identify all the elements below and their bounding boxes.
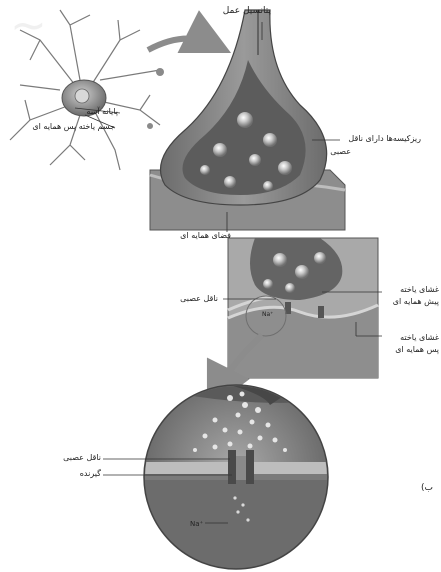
synapse-inset: Na⁺	[228, 238, 378, 378]
vesicles-label-line1: ریزکیسه‌ها دارای ناقل	[348, 135, 421, 143]
na-ion-mid-label: Na⁺	[262, 311, 273, 318]
vesicles-label-line2: عصبی	[330, 148, 351, 156]
presynaptic-membrane-label-line1: غشای یاخته	[400, 286, 439, 294]
axon-terminal-label: پایانه آسه	[86, 108, 118, 116]
synaptic-cleft-label: فضای همایه ای	[180, 232, 231, 240]
panel-letter-label: ب)	[421, 484, 433, 493]
receptor-label: گیرنده	[80, 470, 101, 478]
svg-text:~: ~	[10, 0, 47, 51]
neurotransmitter-mid-label: ناقل عصبی	[180, 295, 218, 303]
postsynaptic-membrane-label-line1: غشای یاخته	[400, 334, 439, 342]
presynaptic-membrane-label-line2: پیش همایه ای	[393, 298, 439, 306]
postsynaptic-membrane-label-line2: پس همایه ای	[395, 346, 439, 354]
na-ion-label: Na⁺	[190, 520, 204, 528]
postsynaptic-cell-body-label: جسم یاخته پس همایه ای	[32, 123, 115, 131]
action-potential-label: پتانسیل عمل	[223, 7, 271, 16]
neurotransmitter-bottom-label: ناقل عصبی	[63, 454, 101, 462]
